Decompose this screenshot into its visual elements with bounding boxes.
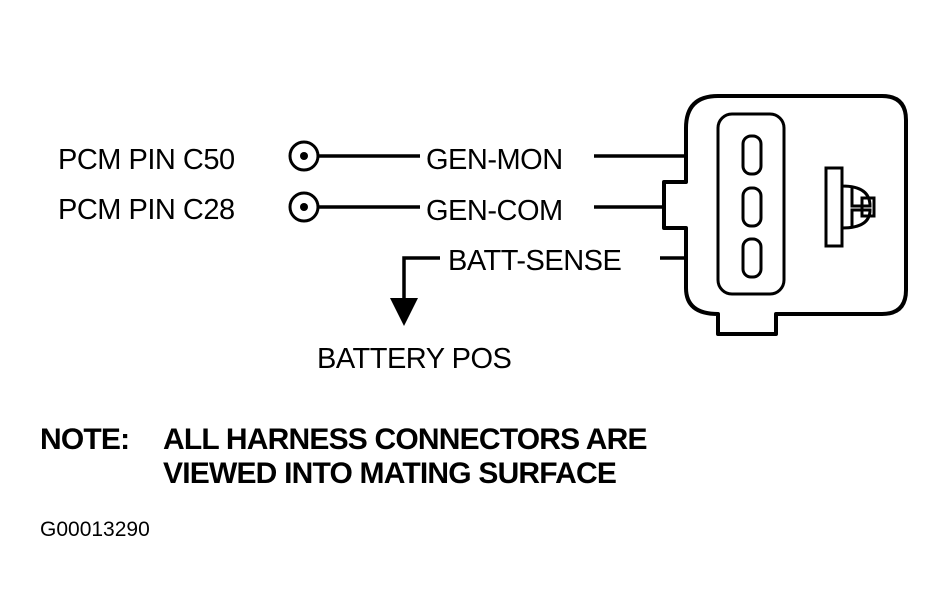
pcm-pin-c50-label: PCM PIN C50 [58,144,235,176]
note-line-1: ALL HARNESS CONNECTORS ARE [163,423,647,456]
pcm-pin-c50-terminal-icon [288,140,320,172]
battery-pos-label: BATTERY POS [317,343,511,375]
harness-connector-icon [662,94,908,336]
note-prefix: NOTE: [40,423,129,456]
pcm-pin-c28-terminal-icon [288,191,320,223]
batt-sense-label: BATT-SENSE [448,245,621,277]
figure-code: G00013290 [40,518,150,541]
gen-com-label: GEN-COM [426,195,563,227]
gen-mon-label: GEN-MON [426,144,563,176]
note-line-2: VIEWED INTO MATING SURFACE [163,457,616,490]
battery-arrow-icon [390,256,440,326]
pcm-pin-c28-label: PCM PIN C28 [58,194,235,226]
